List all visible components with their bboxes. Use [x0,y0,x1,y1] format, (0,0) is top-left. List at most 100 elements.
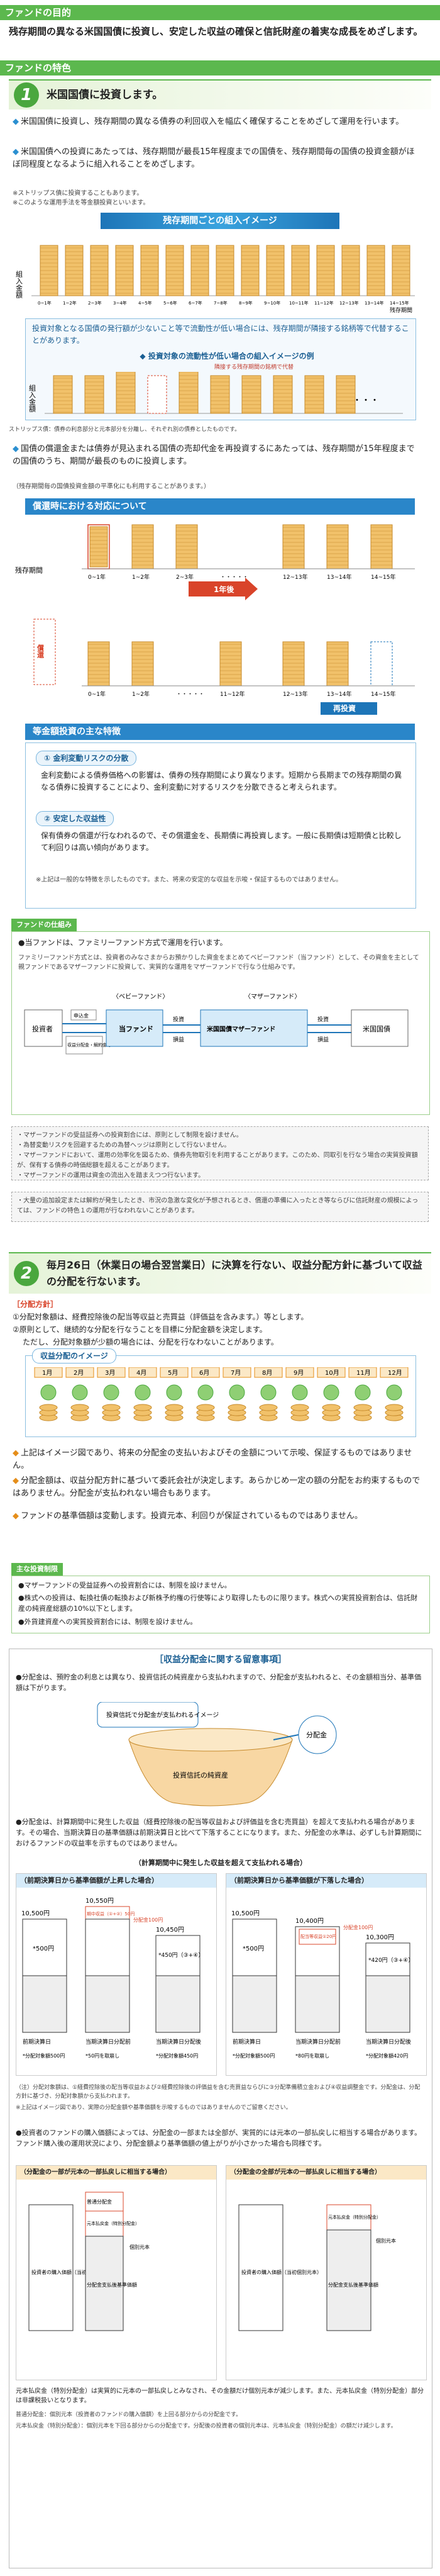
case2-value-3: 10,300円 [366,1934,394,1941]
allocation-category-label: 14~15年 [390,300,409,306]
case2-income [299,1929,336,1945]
ex2-nav-bar [326,2229,371,2331]
fig-note-1: （注）分配対象額は、①経費控除後の配当等収益および②経費控除後の評価益を含む売買… [16,2085,421,2100]
month-label: 11月 [356,1369,371,1377]
case1-base-2 [85,1975,130,2033]
dist-notes-2: ●分配金は、計算期間中に発生した収益（経費控除後の配当等収益および評価益を含む売… [16,1818,422,1847]
case1-bar-2 [85,1918,130,1976]
liquidity-bar [304,375,324,414]
month-item: 10月 [317,1367,346,1421]
redemption-top-label: 2~3年 [176,573,194,581]
liquidity-bar [336,375,356,414]
feature-1-note-2: ※このような運用手法を等金額投資といいます。 [13,199,150,206]
pot-diagram: 投資信託で分配金が支払われるイメージ 投資信託の純資産 分配金 [97,1702,337,1806]
case1-label-3: 当期決算日分配後 [156,2038,201,2046]
case-1-chart: 10,500円 10,550円 10,450円 *500円 期中収益（①+②）5… [21,1898,204,2059]
case1-value-2: 10,550円 [85,1898,114,1905]
case2-dist-label: 分配金100円 [343,1924,373,1930]
redemption-top-bar [131,524,154,569]
notes-2: ・大量の追加設定または解約が発生したとき、市況の急激な変化が予想されるとき、償還… [11,1192,429,1222]
leaf-icon [72,1384,88,1401]
feature-1-bullet-1: ◆米国国債に投資し、残存期間の異なる債券の利回収入を幅広く確保することをめざして… [13,117,404,126]
allocation-category-label: 0~1年 [38,300,52,306]
coin-icon [102,1404,121,1411]
case1-sub-3: *分配対象額450円 [156,2052,198,2059]
ex1-return [85,2210,124,2237]
case2-sub-3: *分配対象額420円 [366,2052,408,2059]
liquidity-note: 隣接する残存期間の銘柄で代替 [214,364,294,371]
ex2-return [326,2204,371,2231]
image-3-title: 等金額投資の主な特徴 [25,724,415,740]
reinvest-label: 再投資 [333,703,356,713]
ex1-nav-label: 分配金支払後基準価額 [87,2282,137,2288]
reinvest-badge [321,702,377,715]
allocation-category-label: 4~5年 [138,300,152,306]
leaf-icon [40,1384,57,1401]
redemption-bottom-label: 1~2年 [132,690,150,698]
point-2-pill: ② 安定した収益性 [36,811,114,826]
redeemed-label: 償還 [36,644,45,659]
coin-icon [228,1404,246,1411]
mother-fund-label: 〈マザーファンド〉 [245,993,300,1000]
case2-value-2: 10,400円 [295,1918,324,1925]
case1-dist-label: 分配金100円 [133,1917,163,1923]
coin-icon [259,1404,278,1411]
allocation-category-label: 5~6年 [163,300,177,306]
invest-label-2: 投資 [317,1016,329,1023]
month-item: 8月 [254,1367,283,1421]
month-label: 3月 [105,1369,115,1377]
feature-1-number: 1 [14,82,39,108]
allocation-bar [392,245,410,296]
case-2-chart: 10,500円 10,400円 10,300円 *500円 配当等収益①20円 … [231,1910,414,2059]
leaf-icon [135,1384,151,1401]
policy-1: ①分配対象額は、経費控除後の配当等収益と売買益（評価益を含みます。）等とします。 [13,1313,309,1321]
month-item: 7月 [223,1367,251,1421]
allocation-bar [115,245,134,296]
month-item: 4月 [128,1367,157,1421]
liquidity-bar [241,375,261,414]
case2-label-1: 前期決算日 [233,2038,261,2046]
case1-sub-2: *50円を取崩し [85,2052,119,2059]
redemption-top-label: 13~14年 [327,573,351,581]
case1-label-2: 当期決算日分配前 [85,2038,131,2046]
allocation-bars [40,245,410,296]
liquidity-bar [273,375,293,414]
leaf-icon [355,1384,371,1401]
allocation-bar [216,245,234,296]
limits-box: ●マザーファンドの受益証券への投資割合には、制限を設けません。 ●株式への投資は… [11,1576,430,1633]
example-1-box: （分配金の一部が元本の一部払戻しに相当する場合） 投資者の購入価額（当初個別元本… [16,2165,217,2380]
ex1-return-label: 元本払戻金（特別分配金） [87,2220,140,2226]
redemption-bottom-label: 12~13年 [283,690,307,698]
allocation-bar [190,245,209,296]
fund-box [106,1009,163,1047]
fund-label: 当ファンド [119,1024,153,1033]
coin-icon [353,1404,372,1411]
target-box [351,1009,409,1047]
redemption-bottom-label: 0~1年 [88,690,106,698]
return-label-2: 損益 [317,1036,329,1043]
dist-notes-title: ［収益分配金に関する留意事項］ [155,1655,287,1665]
case1-part-1: *500円 [33,1946,54,1952]
redemption-top-bar [370,524,393,569]
mother-fund-box [200,1009,308,1047]
ex1-buy-bar [28,2204,74,2331]
investor-label: 投資者 [32,1024,53,1033]
coin-icon [385,1404,404,1411]
case1-base-1 [22,1975,67,2033]
limit-1: ●マザーファンドの受益証券への投資割合には、制限を設けません。 [18,1581,231,1589]
liquidity-ylabel: 組入金額 [28,384,36,413]
ex1-normal [85,2192,124,2212]
month-item: 6月 [191,1367,220,1421]
limits-tag: 主な投資制限 [11,1563,63,1576]
feature-1-title: 米国国債に投資します。 [47,89,163,101]
month-label: 12月 [388,1369,402,1377]
allocation-bar [241,245,260,296]
case2-label-3: 当期決算日分配後 [366,2038,411,2046]
features-box: ① 金利変動リスクの分散 金利変動による債券価格への影響は、債券の残存期間により… [25,742,416,909]
redemption-top-label: 1~2年 [132,573,150,581]
